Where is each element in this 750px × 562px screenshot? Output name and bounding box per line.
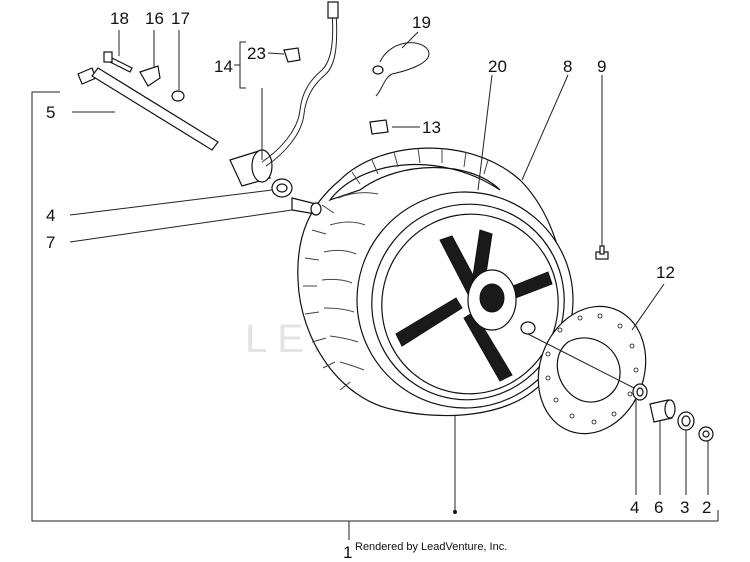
label-20: 20 <box>488 57 507 76</box>
nut-2 <box>698 426 714 442</box>
speedometer-drive <box>229 1 339 187</box>
bearing-right <box>632 383 648 401</box>
label-13: 13 <box>422 118 441 137</box>
label-3: 3 <box>680 498 689 517</box>
label-8: 8 <box>563 57 572 76</box>
tire-tread <box>303 147 489 391</box>
label-17: 17 <box>171 9 190 28</box>
label-9: 9 <box>597 57 606 76</box>
label-2: 2 <box>702 498 711 517</box>
bolt-18 <box>103 51 133 73</box>
label-4-right: 4 <box>630 498 639 517</box>
label-23: 23 <box>247 44 266 63</box>
bearing-left <box>271 178 293 198</box>
label-5: 5 <box>46 103 55 122</box>
label-7: 7 <box>46 233 55 252</box>
label-19: 19 <box>412 13 431 32</box>
label-16: 16 <box>145 9 164 28</box>
spring-clip-19 <box>372 42 430 97</box>
screw-9 <box>595 245 609 260</box>
washer-3 <box>677 411 695 431</box>
clamp-13 <box>369 119 389 135</box>
label-18: 18 <box>110 9 129 28</box>
spacer-6 <box>649 399 676 423</box>
callout-labels: 18 16 17 23 14 19 20 8 9 13 5 4 7 12 4 6… <box>46 9 711 562</box>
assembly-bracket <box>31 91 719 540</box>
label-4-left: 4 <box>46 206 55 225</box>
leader-dot <box>453 510 457 514</box>
brake-disc <box>537 305 647 435</box>
spacer-7 <box>291 197 322 216</box>
wheel-rim <box>356 191 574 409</box>
clip-23 <box>283 47 301 63</box>
leader-lines <box>69 30 709 512</box>
axle <box>77 67 219 151</box>
label-12: 12 <box>656 263 675 282</box>
bracket-16 <box>139 65 161 87</box>
disc-holes <box>545 313 639 425</box>
label-1: 1 <box>343 543 352 562</box>
render-credit: Rendered by LeadVenture, Inc. <box>355 541 508 553</box>
nut-17 <box>171 90 185 102</box>
label-14: 14 <box>214 57 233 76</box>
label-6: 6 <box>654 498 663 517</box>
